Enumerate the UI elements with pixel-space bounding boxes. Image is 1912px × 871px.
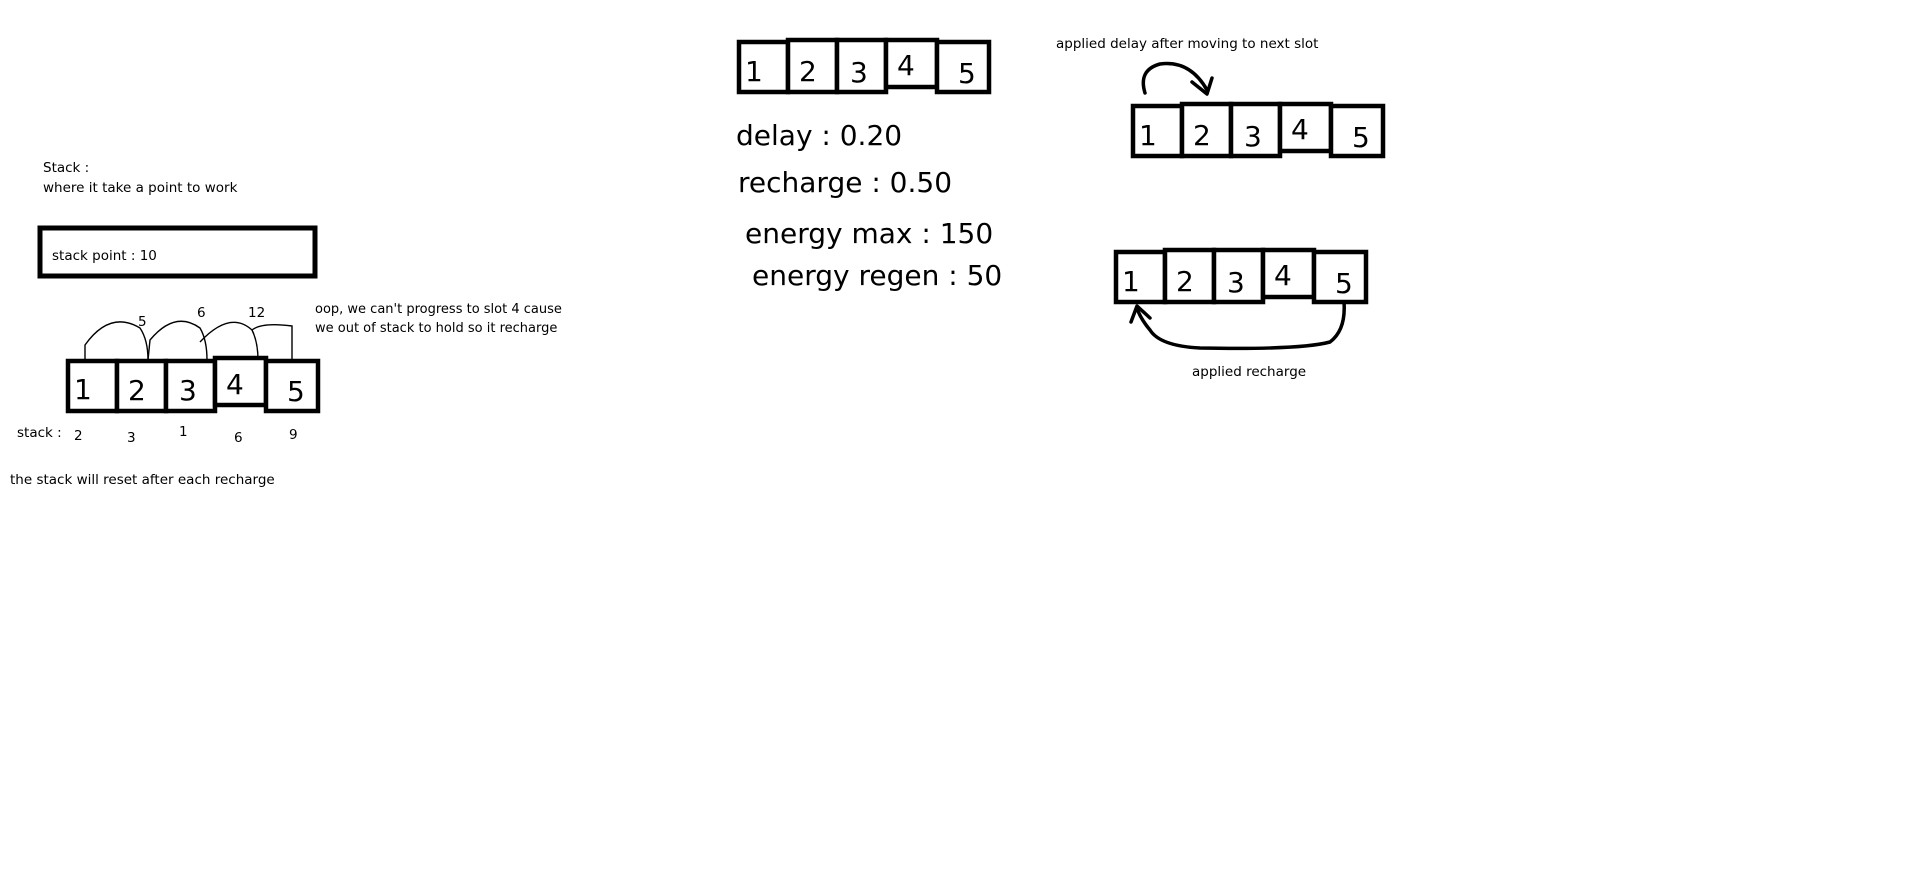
slot-number: 2 <box>1176 265 1194 298</box>
slot-number: 1 <box>74 373 92 406</box>
stack-value: 6 <box>234 430 243 446</box>
stack-point-label: stack point : 10 <box>52 248 157 264</box>
slot-row-delay: 1 2 3 4 5 <box>1130 101 1386 159</box>
slot-number: 5 <box>1335 267 1353 300</box>
stat-energy-max: energy max : 150 <box>745 217 993 250</box>
slot-number: 2 <box>1193 119 1211 152</box>
arc-label-3: 12 <box>248 305 265 321</box>
stat-delay: delay : 0.20 <box>736 119 902 152</box>
delay-arrow-curve <box>1141 61 1209 95</box>
stack-arcs <box>84 320 293 361</box>
stack-value: 9 <box>289 427 298 443</box>
recharge-arrow-curve <box>1135 300 1346 351</box>
stack-value: 1 <box>179 424 188 440</box>
slot-number: 2 <box>799 55 817 88</box>
slot-number: 2 <box>128 374 146 407</box>
slot-number: 3 <box>179 374 197 407</box>
slot-box <box>163 358 218 414</box>
stack-arc-4 <box>251 323 293 360</box>
slot-number: 5 <box>287 375 305 408</box>
stack-arc-1 <box>84 321 149 361</box>
stack-arc-2 <box>147 320 208 361</box>
slot-box <box>263 358 321 414</box>
recharge-arrow-head <box>1129 304 1152 324</box>
stat-energy-regen: energy regen : 50 <box>752 259 1002 292</box>
stack-footer: the stack will reset after each recharge <box>10 472 275 488</box>
slot-box <box>736 39 791 95</box>
stack-description: where it take a point to work <box>43 180 238 196</box>
slot-number: 5 <box>1352 121 1370 154</box>
slot-box <box>1130 103 1185 159</box>
slot-box <box>1211 247 1266 305</box>
stack-note-line1: oop, we can't progress to slot 4 cause <box>315 302 562 317</box>
slot-number: 4 <box>897 49 915 82</box>
slot-number: 3 <box>1244 120 1262 153</box>
slot-box <box>1311 249 1369 305</box>
slot-number: 5 <box>958 57 976 90</box>
arc-label-2: 6 <box>197 305 206 321</box>
slot-number: 4 <box>226 368 244 401</box>
arc-label-1: 5 <box>138 314 147 330</box>
slot-number: 1 <box>1122 265 1140 298</box>
stat-recharge: recharge : 0.50 <box>738 166 952 199</box>
stack-point-box <box>37 225 318 279</box>
slot-box <box>114 358 169 414</box>
slot-number: 1 <box>1139 119 1157 152</box>
recharge-caption: applied recharge <box>1192 364 1306 380</box>
slot-row-recharge: 1 2 3 4 5 <box>1113 247 1369 305</box>
stack-row-label: stack : <box>17 425 62 441</box>
slot-number: 3 <box>1227 266 1245 299</box>
stack-value: 3 <box>127 430 136 446</box>
slot-box <box>934 39 992 95</box>
stack-value: 2 <box>74 428 83 444</box>
stack-arc-3 <box>199 321 259 361</box>
slot-box <box>785 37 840 95</box>
slot-box <box>1328 103 1386 159</box>
stack-note-line2: we out of stack to hold so it recharge <box>315 321 557 336</box>
slot-row-stack: 1 2 3 4 5 <box>65 355 321 414</box>
recharge-arrow <box>1129 300 1346 351</box>
delay-arrow-head <box>1190 76 1214 96</box>
slot-row-top: 1 2 3 4 5 <box>736 37 992 95</box>
slot-number: 3 <box>850 56 868 89</box>
slot-number: 1 <box>745 55 763 88</box>
stack-title: Stack : <box>43 160 89 176</box>
slot-number: 4 <box>1274 259 1292 292</box>
slot-number: 4 <box>1291 113 1309 146</box>
delay-caption: applied delay after moving to next slot <box>1056 36 1318 52</box>
delay-arrow <box>1141 61 1214 96</box>
slot-box <box>834 37 889 95</box>
